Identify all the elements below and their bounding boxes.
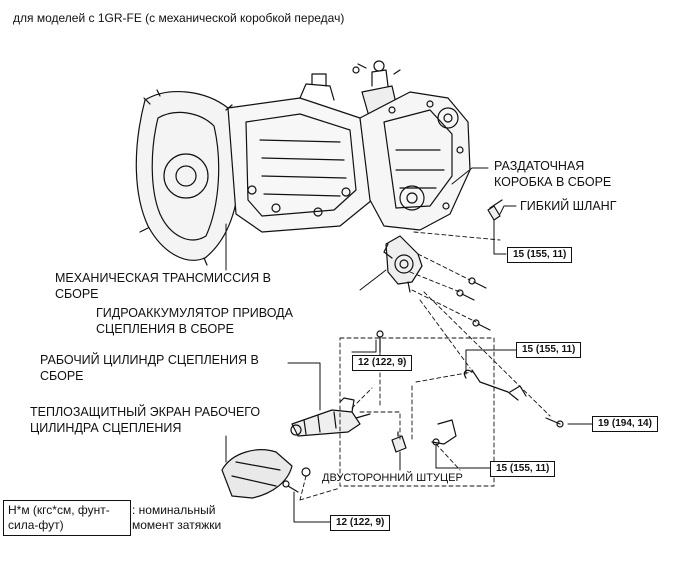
flexible-hose-label: ГИБКИЙ ШЛАНГ	[520, 199, 617, 213]
transfer-case-drawing	[359, 91, 471, 231]
transmission-drawing	[135, 60, 401, 266]
union-label: ДВУСТОРОННИЙ ШТУЦЕР	[322, 472, 463, 484]
transfer-case-label-line1: РАЗДАТОЧНАЯ	[494, 159, 585, 173]
flexible-hose-drawing	[487, 199, 503, 221]
union-drawing	[391, 431, 407, 453]
legend-unit-line1: Н*м (кгс*см, фунт-	[8, 503, 110, 517]
torque-unit-legend: Н*м (кгс*см, фунт- сила-фут)	[3, 500, 131, 536]
heat-shield-label-line1: ТЕПЛОЗАЩИТНЫЙ ЭКРАН РАБОЧЕГО	[30, 405, 261, 419]
torque-value-cylinder-bolt: 12 (122, 9)	[352, 355, 413, 371]
heat-shield-label-line2: ЦИЛИНДРА СЦЕПЛЕНИЯ	[30, 421, 182, 435]
accumulator-label: ГИДРОАККУМУЛЯТОР ПРИВОДА СЦЕПЛЕНИЯ В СБО…	[96, 305, 293, 337]
release-cylinder-label-line1: РАБОЧИЙ ЦИЛИНДР СЦЕПЛЕНИЯ В	[40, 353, 259, 367]
transmission-label-line1: МЕХАНИЧЕСКАЯ ТРАНСМИССИЯ В	[55, 271, 271, 285]
accumulator-bolts	[456, 277, 491, 331]
leader-lines	[225, 167, 593, 523]
transmission-label-line2: СБОРЕ	[55, 287, 99, 301]
transmission-label: МЕХАНИЧЕСКАЯ ТРАНСМИССИЯ В СБОРЕ	[55, 270, 271, 302]
torque-value-bracket-bolt: 19 (194, 14)	[592, 416, 658, 432]
heat-shield-drawing	[221, 449, 311, 499]
release-cylinder-drawing	[290, 397, 371, 437]
accumulator-label-line1: ГИДРОАККУМУЛЯТОР ПРИВОДА	[96, 306, 293, 320]
torque-legend-description: : номинальный момент затяжки	[132, 503, 221, 533]
legend-desc-line2: момент затяжки	[132, 518, 222, 532]
page-title: для моделей с 1GR-FE (с механической кор…	[13, 11, 345, 25]
clutch-pipe-drawing	[431, 369, 564, 446]
dashed-assembly-lines	[299, 231, 551, 501]
release-cylinder-label-line2: СБОРЕ	[40, 369, 84, 383]
accumulator-label-line2: СЦЕПЛЕНИЯ В СБОРЕ	[96, 322, 234, 336]
torque-value-union-pipe: 15 (155, 11)	[490, 461, 556, 477]
heat-shield-label: ТЕПЛОЗАЩИТНЫЙ ЭКРАН РАБОЧЕГО ЦИЛИНДРА СЦ…	[30, 404, 260, 436]
legend-unit-line2: сила-фут)	[8, 518, 64, 532]
transfer-case-label-line2: КОРОБКА В СБОРЕ	[494, 175, 612, 189]
legend-desc-line1: : номинальный	[132, 503, 216, 517]
torque-value-pipe: 15 (155, 11)	[516, 342, 582, 358]
torque-value-hose: 15 (155, 11)	[507, 247, 573, 263]
accumulator-drawing	[383, 235, 423, 293]
torque-value-shield-bolt: 12 (122, 9)	[330, 515, 391, 531]
release-cylinder-label: РАБОЧИЙ ЦИЛИНДР СЦЕПЛЕНИЯ В СБОРЕ	[40, 352, 259, 384]
transfer-case-label: РАЗДАТОЧНАЯ КОРОБКА В СБОРЕ	[494, 158, 611, 190]
cylinder-bolt-top	[376, 330, 384, 353]
